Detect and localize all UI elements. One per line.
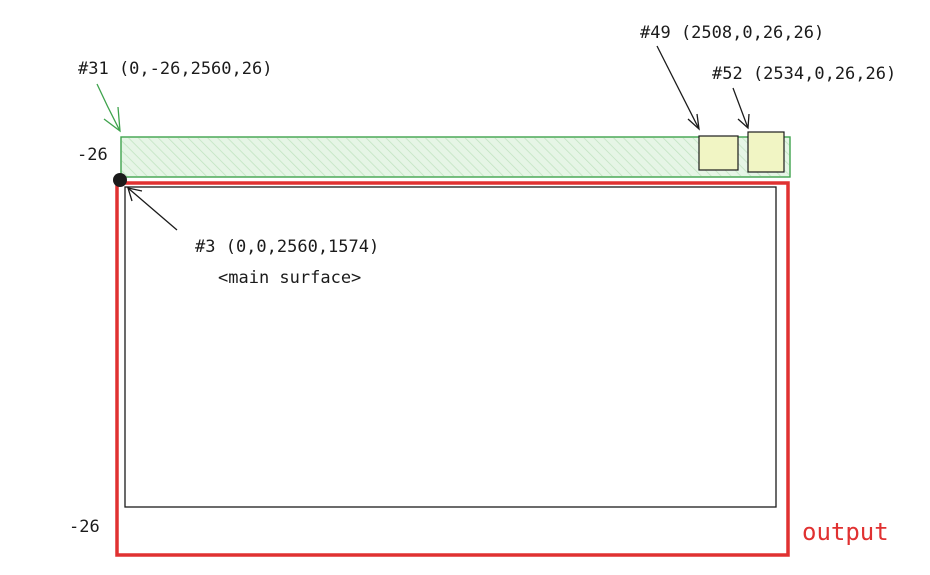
button-49-rect (698, 135, 739, 171)
axis-label-bottom: -26 (69, 517, 100, 537)
arrow-origin (127, 187, 178, 231)
button-52-rect (747, 131, 785, 173)
label-main-surface-id: #3 (0,0,2560,1574) (195, 237, 380, 257)
top-bar-hatch (122, 138, 789, 176)
origin-dot (113, 173, 127, 187)
arrow-top-bar (96, 83, 121, 133)
label-button-52: #52 (2534,0,26,26) (712, 64, 897, 84)
output-rect (115, 181, 790, 557)
label-main-surface-name: <main surface> (218, 268, 362, 288)
arrow-button-49 (656, 45, 700, 131)
label-button-49: #49 (2508,0,26,26) (640, 23, 825, 43)
label-top-bar: #31 (0,-26,2560,26) (78, 59, 273, 79)
output-label: output (802, 518, 889, 546)
axis-label-top: -26 (77, 145, 108, 165)
main-surface-rect (124, 186, 777, 508)
arrow-button-52 (732, 87, 750, 130)
